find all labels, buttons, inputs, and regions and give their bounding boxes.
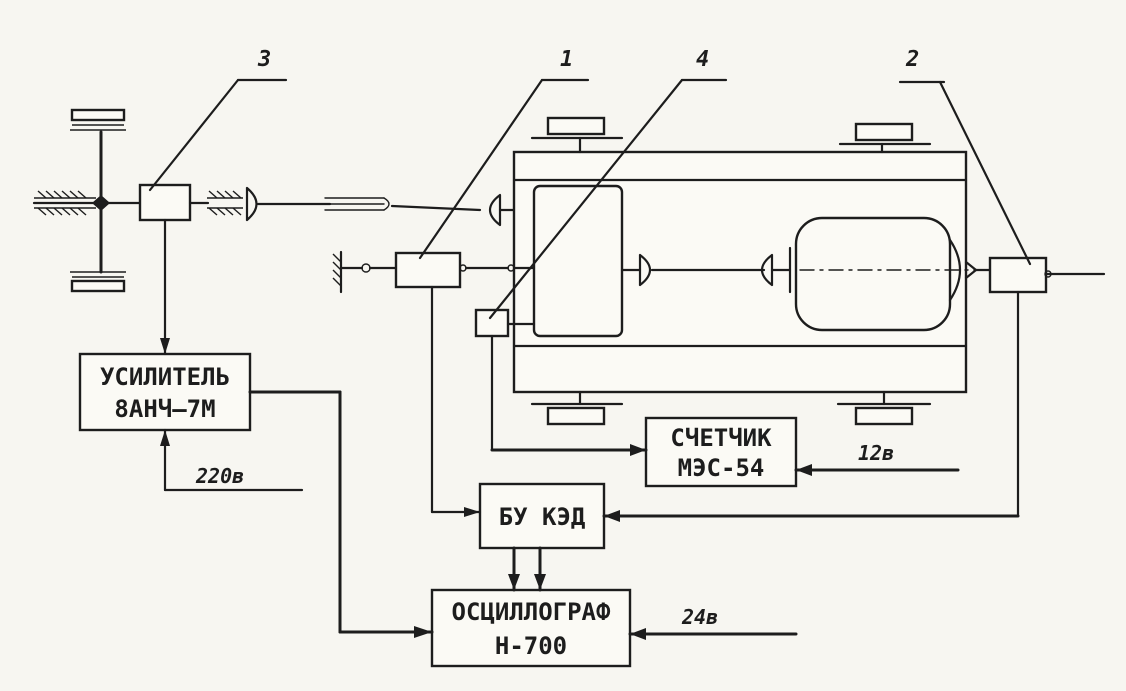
supply-osc-label: 24в <box>681 605 718 629</box>
torque-sensor-1 <box>394 251 462 289</box>
label-1: 1 <box>560 47 573 72</box>
oscillograph-block <box>430 588 632 668</box>
mid-bearing-hatch <box>207 190 243 216</box>
gearbox <box>532 184 624 338</box>
coupling-left <box>245 186 258 222</box>
electric-motor <box>788 216 981 332</box>
wheel-axle-assembly <box>32 108 142 293</box>
supply-amp-label: 220в <box>195 464 244 488</box>
amplifier-line2: 8АНЧ–7М <box>114 395 215 423</box>
counter-line2: МЭС-54 <box>678 454 765 482</box>
label-3: 3 <box>257 47 271 72</box>
coupling-gearbox <box>488 193 502 227</box>
coupling-gearbox-out <box>638 253 652 287</box>
oscillograph-line2: Н-700 <box>495 632 567 660</box>
supply-counter-label: 12в <box>858 441 894 465</box>
flexible-shaft <box>324 197 390 211</box>
oscillograph-line1: ОСЦИЛЛОГРАФ <box>452 598 611 626</box>
left-bearing-hatch <box>34 190 96 216</box>
label-2: 2 <box>905 47 919 72</box>
counter-block <box>644 416 798 488</box>
label-4: 4 <box>696 47 709 72</box>
torque-sensor-1-assembly <box>332 250 536 294</box>
signal-wires <box>160 218 1020 640</box>
speed-sensor-2 <box>988 256 1048 294</box>
control-line1: БУ КЭД <box>499 503 586 531</box>
amplifier-line1: УСИЛИТЕЛЬ <box>100 363 230 391</box>
torque-sensor-3 <box>138 183 192 222</box>
counter-line1: СЧЕТЧИК <box>670 424 772 452</box>
leader-lines <box>148 78 1032 320</box>
